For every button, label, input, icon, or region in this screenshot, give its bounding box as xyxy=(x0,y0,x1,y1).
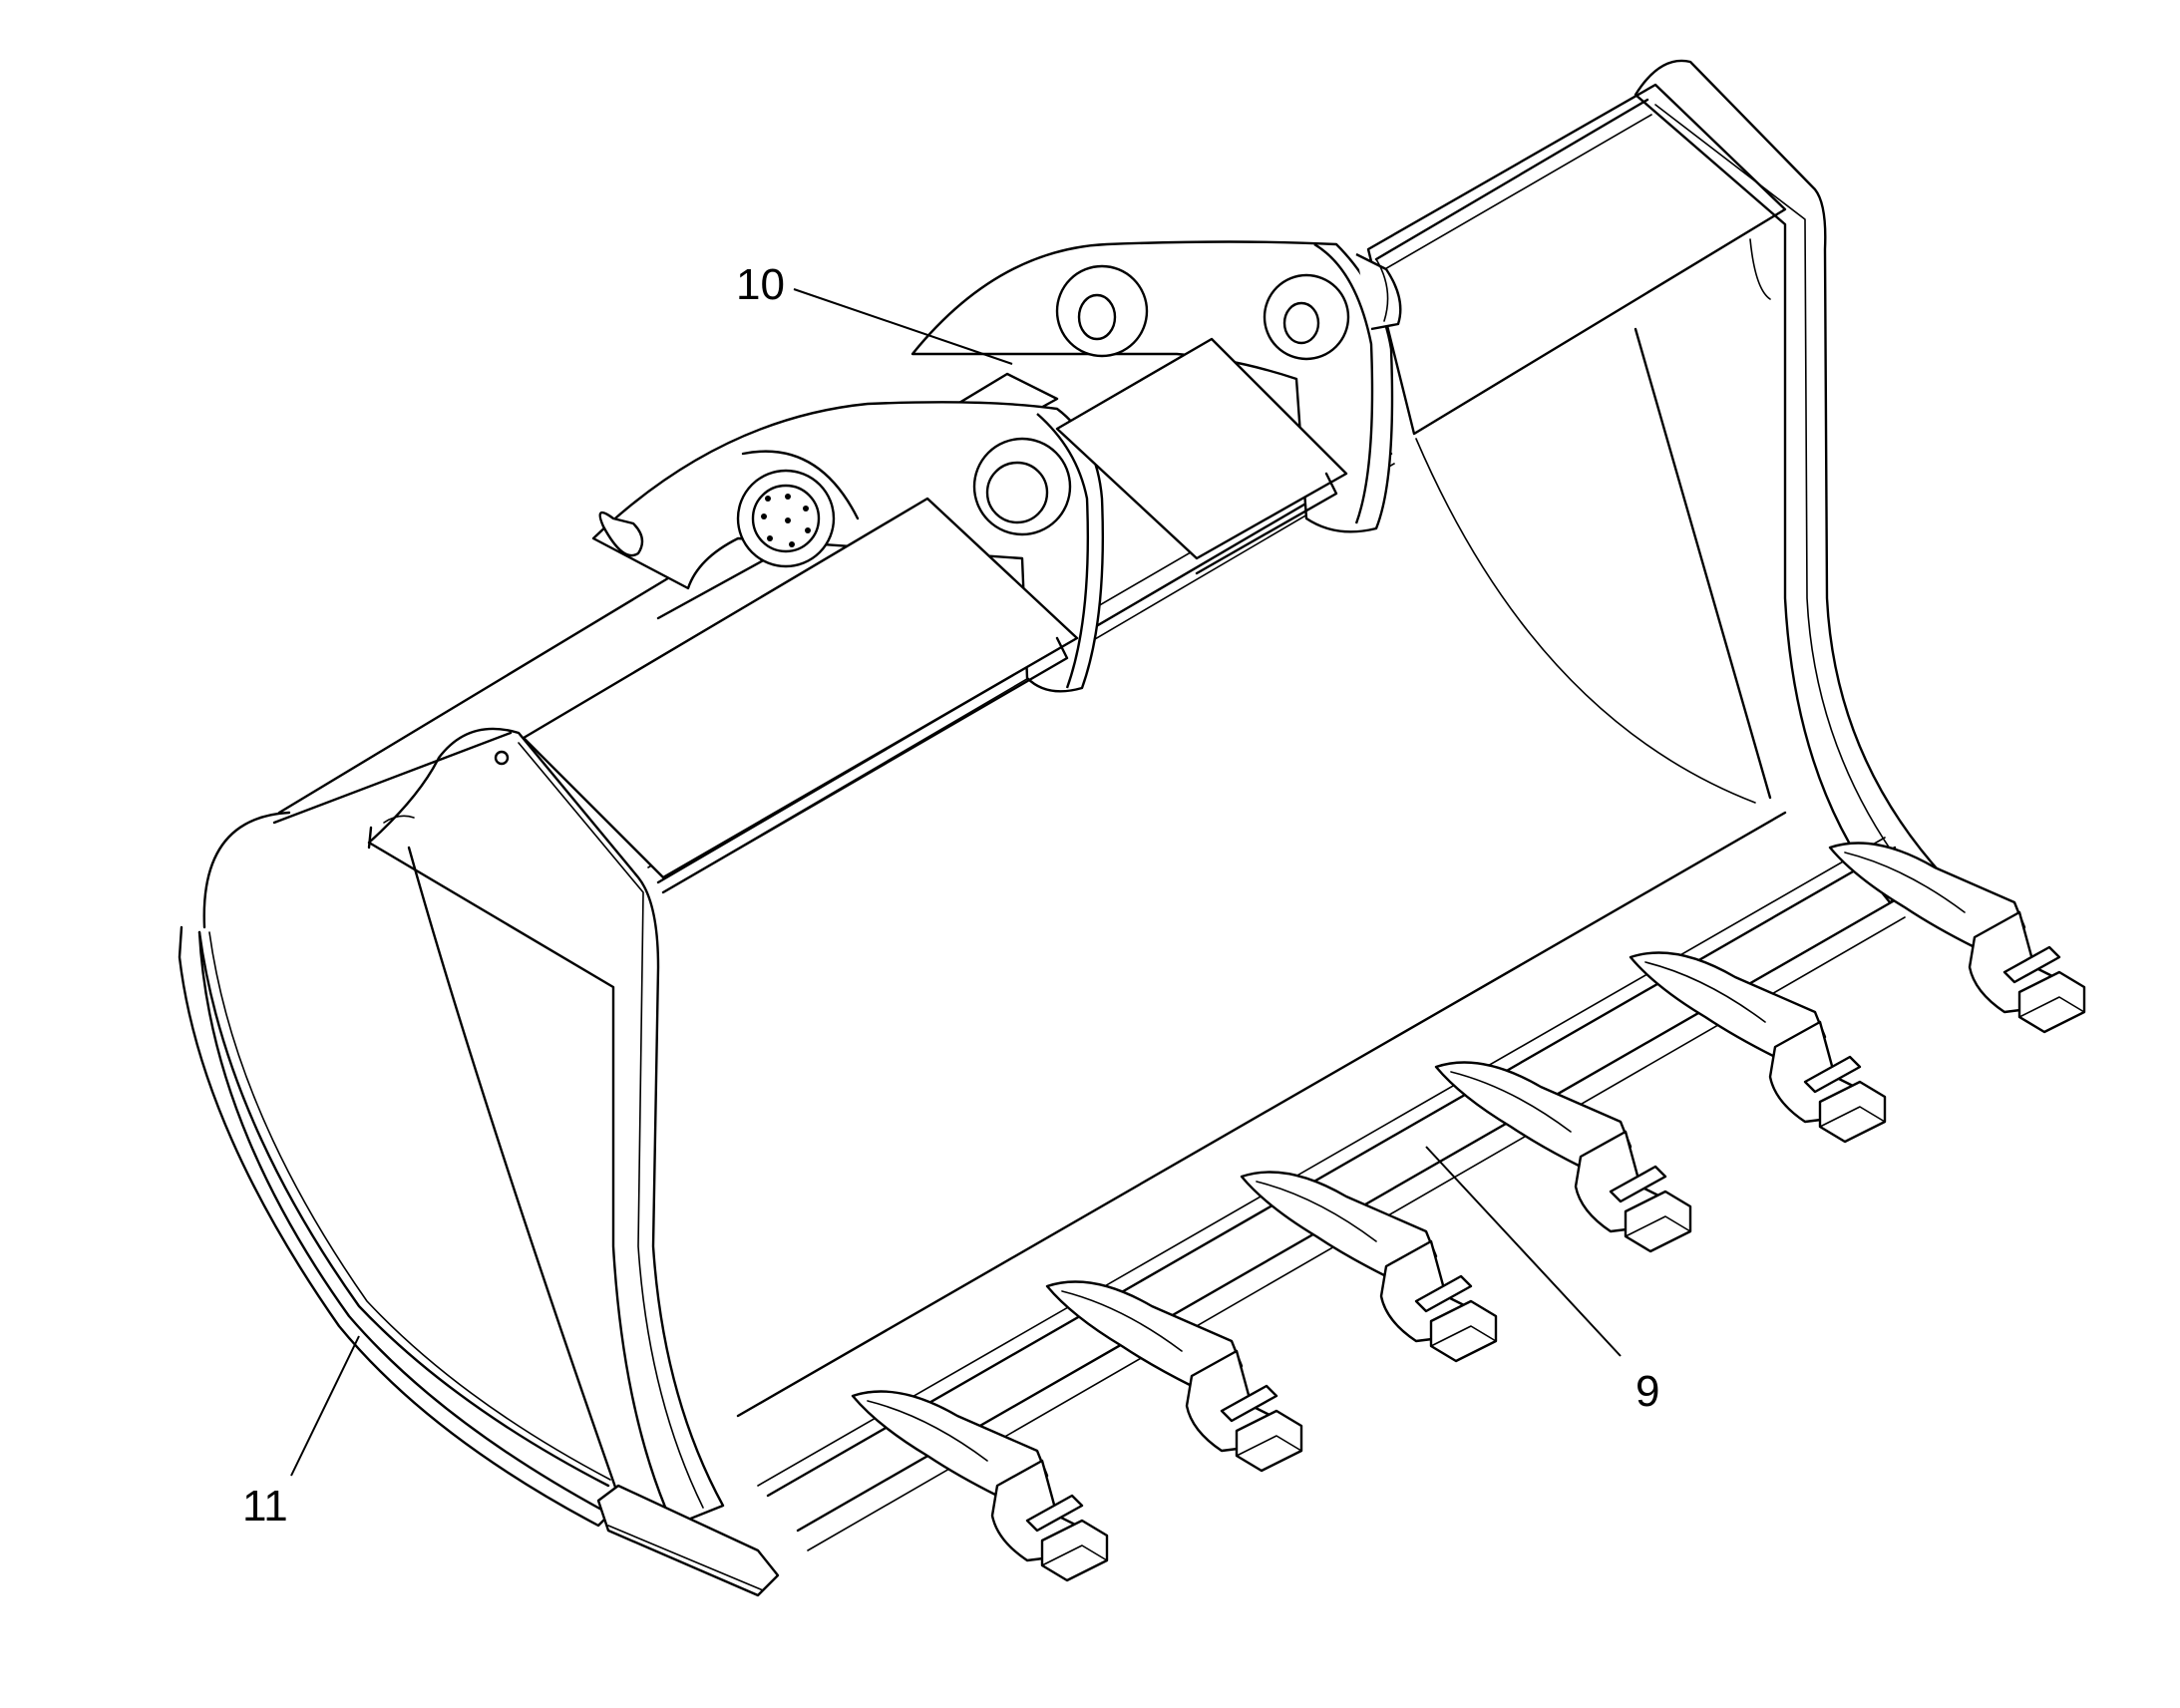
tooth-tip xyxy=(1045,1280,1244,1388)
tooth-ridge xyxy=(1644,961,1766,1023)
callout-9: 9 xyxy=(1425,1146,1659,1416)
adapter-lock-edge xyxy=(1625,1215,1691,1237)
callout-label-9: 9 xyxy=(1635,1367,1659,1416)
adapter-pin xyxy=(1803,1055,1862,1094)
callout-11: 11 xyxy=(242,1335,360,1531)
callout-label-11: 11 xyxy=(242,1482,288,1531)
tooth-6 xyxy=(1828,842,2086,1034)
tooth-1 xyxy=(851,1390,1109,1582)
tooth-ridge xyxy=(1256,1181,1377,1242)
adapter-lock-edge xyxy=(2018,996,2085,1018)
left-inner-side-plate xyxy=(367,727,725,1528)
adapter-lock-edge xyxy=(1819,1106,1886,1128)
left-side-plate xyxy=(178,811,620,1528)
tooth-tip xyxy=(1629,951,1827,1059)
tooth-5 xyxy=(1629,951,1887,1144)
callout-label-10: 10 xyxy=(736,260,785,309)
bucket-teeth xyxy=(851,842,2086,1582)
adapter-pin xyxy=(1609,1165,1667,1203)
tooth-tip xyxy=(851,1390,1049,1498)
tooth-ridge xyxy=(1844,852,1966,913)
rear-back-plate xyxy=(1366,83,1787,436)
right-side-plate xyxy=(1415,59,1947,904)
tooth-tip xyxy=(1828,842,2026,949)
adapter-pin xyxy=(2002,945,2061,984)
adapter-pin xyxy=(1414,1274,1473,1313)
tooth-3 xyxy=(1240,1171,1498,1363)
mounting-bracket-front xyxy=(591,401,1105,693)
adapter-lock-edge xyxy=(1041,1544,1108,1566)
tooth-4 xyxy=(1434,1061,1692,1253)
left-corner-adapter xyxy=(596,1484,780,1597)
tooth-ridge xyxy=(867,1400,988,1462)
callout-10: 10 xyxy=(736,260,1013,365)
adapter-lock-edge xyxy=(1430,1325,1497,1347)
adapter-pin xyxy=(1025,1494,1084,1533)
tooth-tip xyxy=(1240,1171,1438,1278)
tooth-ridge xyxy=(1450,1071,1572,1133)
tooth-tip xyxy=(1434,1061,1633,1169)
pin-bolt-holes xyxy=(761,494,811,547)
mounting-bracket-rear xyxy=(910,240,1402,533)
top-reinforcement xyxy=(522,337,1348,894)
tooth-ridge xyxy=(1061,1290,1183,1352)
adapter-lock-edge xyxy=(1236,1435,1302,1457)
tooth-2 xyxy=(1045,1280,1303,1473)
adapter-pin xyxy=(1220,1384,1278,1423)
